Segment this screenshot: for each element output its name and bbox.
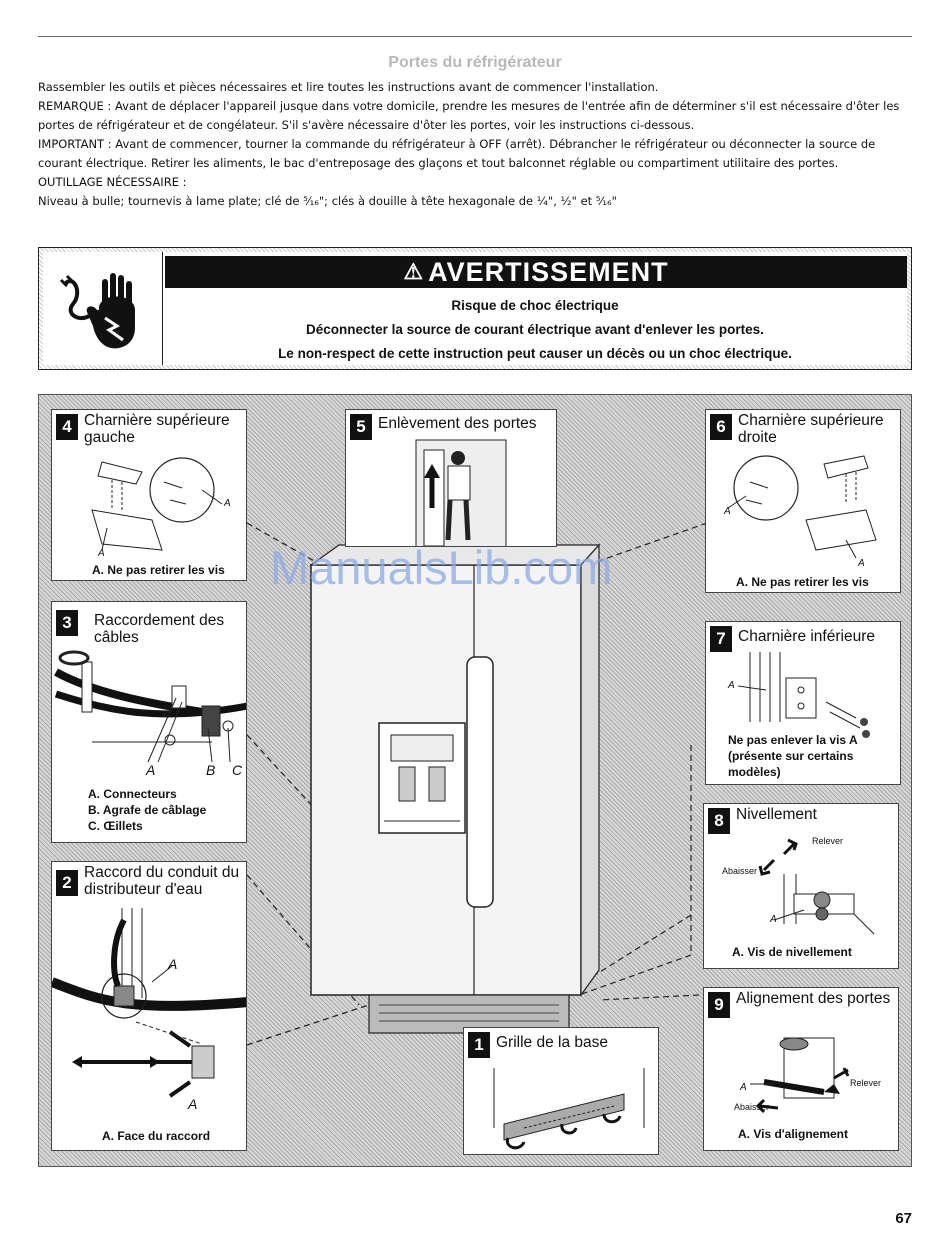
warning-triangle-icon: ⚠: [403, 259, 425, 284]
panel-6-top-right-hinge: 6 Charnière supérieure droite A A A. Ne …: [705, 409, 901, 593]
label-a: A: [858, 558, 865, 569]
warning-line-2: Déconnecter la source de courant électri…: [306, 322, 764, 337]
label-a: A: [770, 914, 777, 925]
caption-wiring-clip: B. Agrafe de câblage: [88, 803, 207, 817]
panel-3-wire-connection: 3 Raccordement des câbles A B C A. Conne…: [51, 601, 247, 843]
panel-7-bottom-hinge: 7 Charnière inférieure A Ne pas enlever …: [705, 621, 901, 785]
label-a: A: [188, 1096, 198, 1112]
panel-caption: A. Vis de nivellement: [732, 945, 852, 959]
label-a: A: [98, 548, 105, 559]
warning-line-3: Le non-respect de cette instruction peut…: [278, 346, 792, 361]
page-title: Portes du réfrigérateur: [388, 54, 562, 71]
label-a: A: [724, 506, 731, 517]
panel-title: Nivellement: [736, 806, 817, 823]
step-number: 1: [468, 1032, 490, 1058]
remarque-paragraph: REMARQUE : Avant de déplacer l'appareil …: [38, 99, 900, 132]
panel-title: Grille de la base: [496, 1034, 609, 1051]
step-number: 6: [710, 414, 732, 440]
shock-hazard-icon: [43, 252, 163, 365]
step-number: 7: [710, 626, 732, 652]
panel-8-leveling: 8 Nivellement Relever Abaisser A A. Vis …: [703, 803, 899, 969]
intro-paragraph: Rassembler les outils et pièces nécessai…: [38, 80, 659, 94]
warning-box: ⚠AVERTISSEMENT Risque de choc électrique…: [38, 247, 912, 370]
warning-line-1: Risque de choc électrique: [451, 298, 619, 313]
page-number: 67: [895, 1210, 912, 1227]
panel-title: Raccord du conduit du distributeur d'eau: [84, 864, 240, 898]
label-c: C: [232, 762, 243, 778]
label-a: A: [224, 498, 231, 509]
panel-caption: A. Vis d'alignement: [738, 1127, 848, 1141]
label-raise: Relever: [850, 1078, 882, 1088]
panel-5-door-removal: 5 Enlèvement des portes: [345, 409, 557, 547]
watermark: ManualsLib.com: [270, 541, 613, 594]
step-number: 8: [708, 808, 730, 834]
label-a: A: [146, 762, 156, 778]
label-a: A: [168, 956, 178, 972]
step-number: 2: [56, 870, 78, 896]
panel-2-water-line: 2 Raccord du conduit du distributeur d'e…: [51, 861, 247, 1151]
label-lower: Abaisser: [734, 1102, 770, 1112]
warning-header-text: AVERTISSEMENT: [428, 257, 669, 287]
panel-title: Charnière supérieure droite: [738, 412, 884, 446]
illustration-area: 4 Charnière supérieure gauche A A A. Ne …: [38, 394, 912, 1167]
label-raise: Relever: [812, 836, 844, 846]
refrigerator-illustration: [246, 522, 708, 1046]
panel-title: Alignement des portes: [736, 990, 891, 1007]
caption-grommets: C. Œillets: [88, 819, 143, 833]
intro-text: Rassembler les outils et pièces nécessai…: [38, 78, 914, 211]
caption-connectors: A. Connecteurs: [88, 787, 177, 801]
panel-caption: A. Ne pas retirer les vis: [92, 563, 225, 577]
tools-list: Niveau à bulle; tournevis à lame plate; …: [38, 194, 617, 208]
panel-caption: A. Ne pas retirer les vis: [736, 575, 869, 589]
label-a: A: [740, 1082, 747, 1093]
step-number: 3: [56, 610, 78, 636]
panel-title: Raccordement des câbles: [94, 612, 225, 646]
panel-title: Charnière inférieure: [738, 628, 875, 645]
panel-1-base-grille: 1 Grille de la base: [463, 1027, 659, 1155]
panel-caption: A. Face du raccord: [102, 1129, 211, 1143]
warning-body: ⚠AVERTISSEMENT Risque de choc électrique…: [163, 252, 907, 365]
tools-heading: OUTILLAGE NÉCESSAIRE :: [38, 175, 187, 189]
panel-title: Enlèvement des portes: [378, 415, 537, 432]
panel-title: Charnière supérieure gauche: [84, 412, 230, 446]
label-b: B: [206, 762, 216, 778]
top-rule: [38, 36, 912, 37]
important-paragraph: IMPORTANT : Avant de commencer, tourner …: [38, 137, 876, 170]
label-lower: Abaisser: [722, 866, 758, 876]
step-number: 4: [56, 414, 78, 440]
label-a: A: [728, 680, 735, 691]
step-number: 9: [708, 992, 730, 1018]
step-number: 5: [350, 414, 372, 440]
panel-4-top-left-hinge: 4 Charnière supérieure gauche A A A. Ne …: [51, 409, 247, 581]
warning-header: ⚠AVERTISSEMENT: [165, 256, 907, 288]
panel-caption: Ne pas enlever la vis A (présente sur ce…: [728, 733, 858, 779]
panel-9-door-alignment: 9 Alignement des portes A Relever Abaiss…: [703, 987, 899, 1151]
